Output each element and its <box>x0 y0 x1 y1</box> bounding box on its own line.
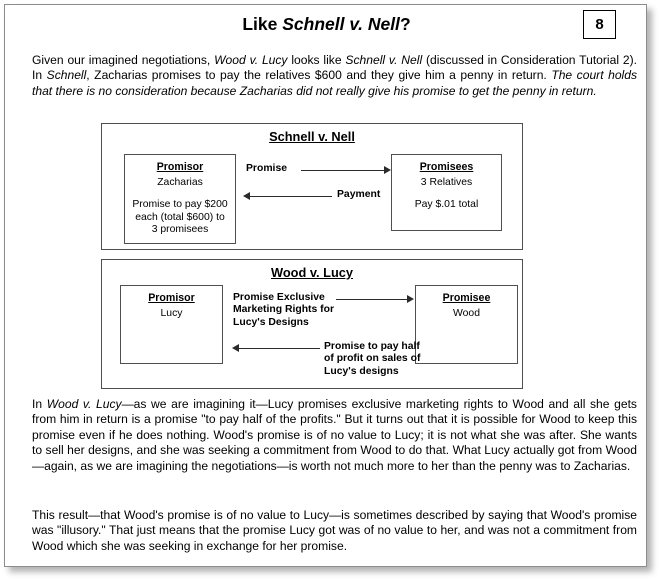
wood-marketing-rights-arrow-label: Promise Exclusive Marketing Rights for L… <box>233 292 335 328</box>
intro-seg-4-case: Schnell v. Nell <box>345 53 423 67</box>
intro-seg-6-case: Schnell <box>46 68 87 83</box>
analysis-paragraph: In Wood v. Lucy—as we are imagining it—L… <box>32 397 637 474</box>
schnell-promisor-name: Zacharias <box>157 176 203 188</box>
wood-promisor-role: Promisor <box>148 292 195 304</box>
page-title-suffix: ? <box>399 14 411 34</box>
diagram-wood-title: Wood v. Lucy <box>271 265 353 280</box>
wood-promisor-name: Lucy <box>160 307 183 319</box>
wood-marketing-rights-arrow-head-icon <box>407 295 414 303</box>
intro-seg-1: Given our imagined negotiations, <box>32 53 215 67</box>
schnell-payment-arrow-label: Payment <box>337 189 381 200</box>
diagram-wood-v-lucy: Wood v. Lucy Promisor Lucy Promisee Wood… <box>101 259 523 389</box>
schnell-promise-arrow-line <box>301 170 386 171</box>
schnell-promise-arrow-head-icon <box>384 166 391 174</box>
intro-seg-8-holding: The court holds that there is no conside… <box>32 68 638 98</box>
analysis-seg-2-case: Wood v. Lucy <box>46 397 122 411</box>
intro-seg-5: (discussed in Consideration Tutorial 2).… <box>32 53 637 83</box>
schnell-payment-arrow-line <box>246 196 332 197</box>
wood-profit-share-arrow-line <box>235 348 320 349</box>
wood-promisee-box: Promisee Wood <box>415 285 518 364</box>
page-number-value: 8 <box>595 16 604 33</box>
page-number-badge: 8 <box>583 10 616 39</box>
diagram-schnell-title: Schnell v. Nell <box>269 129 355 144</box>
wood-promisee-role: Promisee <box>442 292 491 304</box>
page-title: Like Schnell v. Nell? <box>5 14 648 35</box>
schnell-promisor-detail: Promise to pay $200 each (total $600) to… <box>132 199 228 236</box>
schnell-promisor-box: Promisor Zacharias Promise to pay $200 e… <box>124 154 236 244</box>
schnell-promisees-detail: Pay $.01 total <box>414 199 479 211</box>
diagram-schnell-v-nell: Schnell v. Nell Promisor Zacharias Promi… <box>101 123 523 250</box>
page-title-case-name: Schnell v. Nell <box>282 14 400 34</box>
intro-seg-2-case: Wood v. Lucy <box>214 53 288 67</box>
illusory-text: This result—that Wood's promise is of no… <box>32 508 637 553</box>
schnell-promisees-box: Promisees 3 Relatives Pay $.01 total <box>391 154 502 231</box>
wood-promisor-box: Promisor Lucy <box>120 285 223 364</box>
wood-profit-share-arrow-label: Promise to pay half of profit on sales o… <box>324 341 421 377</box>
schnell-promise-arrow-label: Promise <box>246 163 288 174</box>
wood-profit-share-arrow-head-icon <box>232 344 239 352</box>
illusory-paragraph: This result—that Wood's promise is of no… <box>32 508 637 554</box>
analysis-seg-1: In <box>32 397 47 411</box>
intro-paragraph: Given our imagined negotiations, Wood v.… <box>32 53 637 99</box>
wood-promisee-name: Wood <box>453 307 480 319</box>
schnell-promisees-role: Promisees <box>419 161 474 173</box>
schnell-promisees-name: 3 Relatives <box>420 176 473 188</box>
intro-seg-3: looks like <box>287 53 346 67</box>
intro-seg-7: , Zacharias promises to pay the relative… <box>86 68 552 83</box>
schnell-promisor-role: Promisor <box>156 161 204 173</box>
document-page: Like Schnell v. Nell? 8 Given our imagin… <box>4 4 647 567</box>
wood-marketing-rights-arrow-line <box>336 299 410 300</box>
page-header: Like Schnell v. Nell? 8 <box>5 5 646 45</box>
page-title-prefix: Like <box>242 14 283 34</box>
schnell-payment-arrow-head-icon <box>243 192 250 200</box>
analysis-seg-3: —as we are imagining it—Lucy promises ex… <box>32 397 637 473</box>
